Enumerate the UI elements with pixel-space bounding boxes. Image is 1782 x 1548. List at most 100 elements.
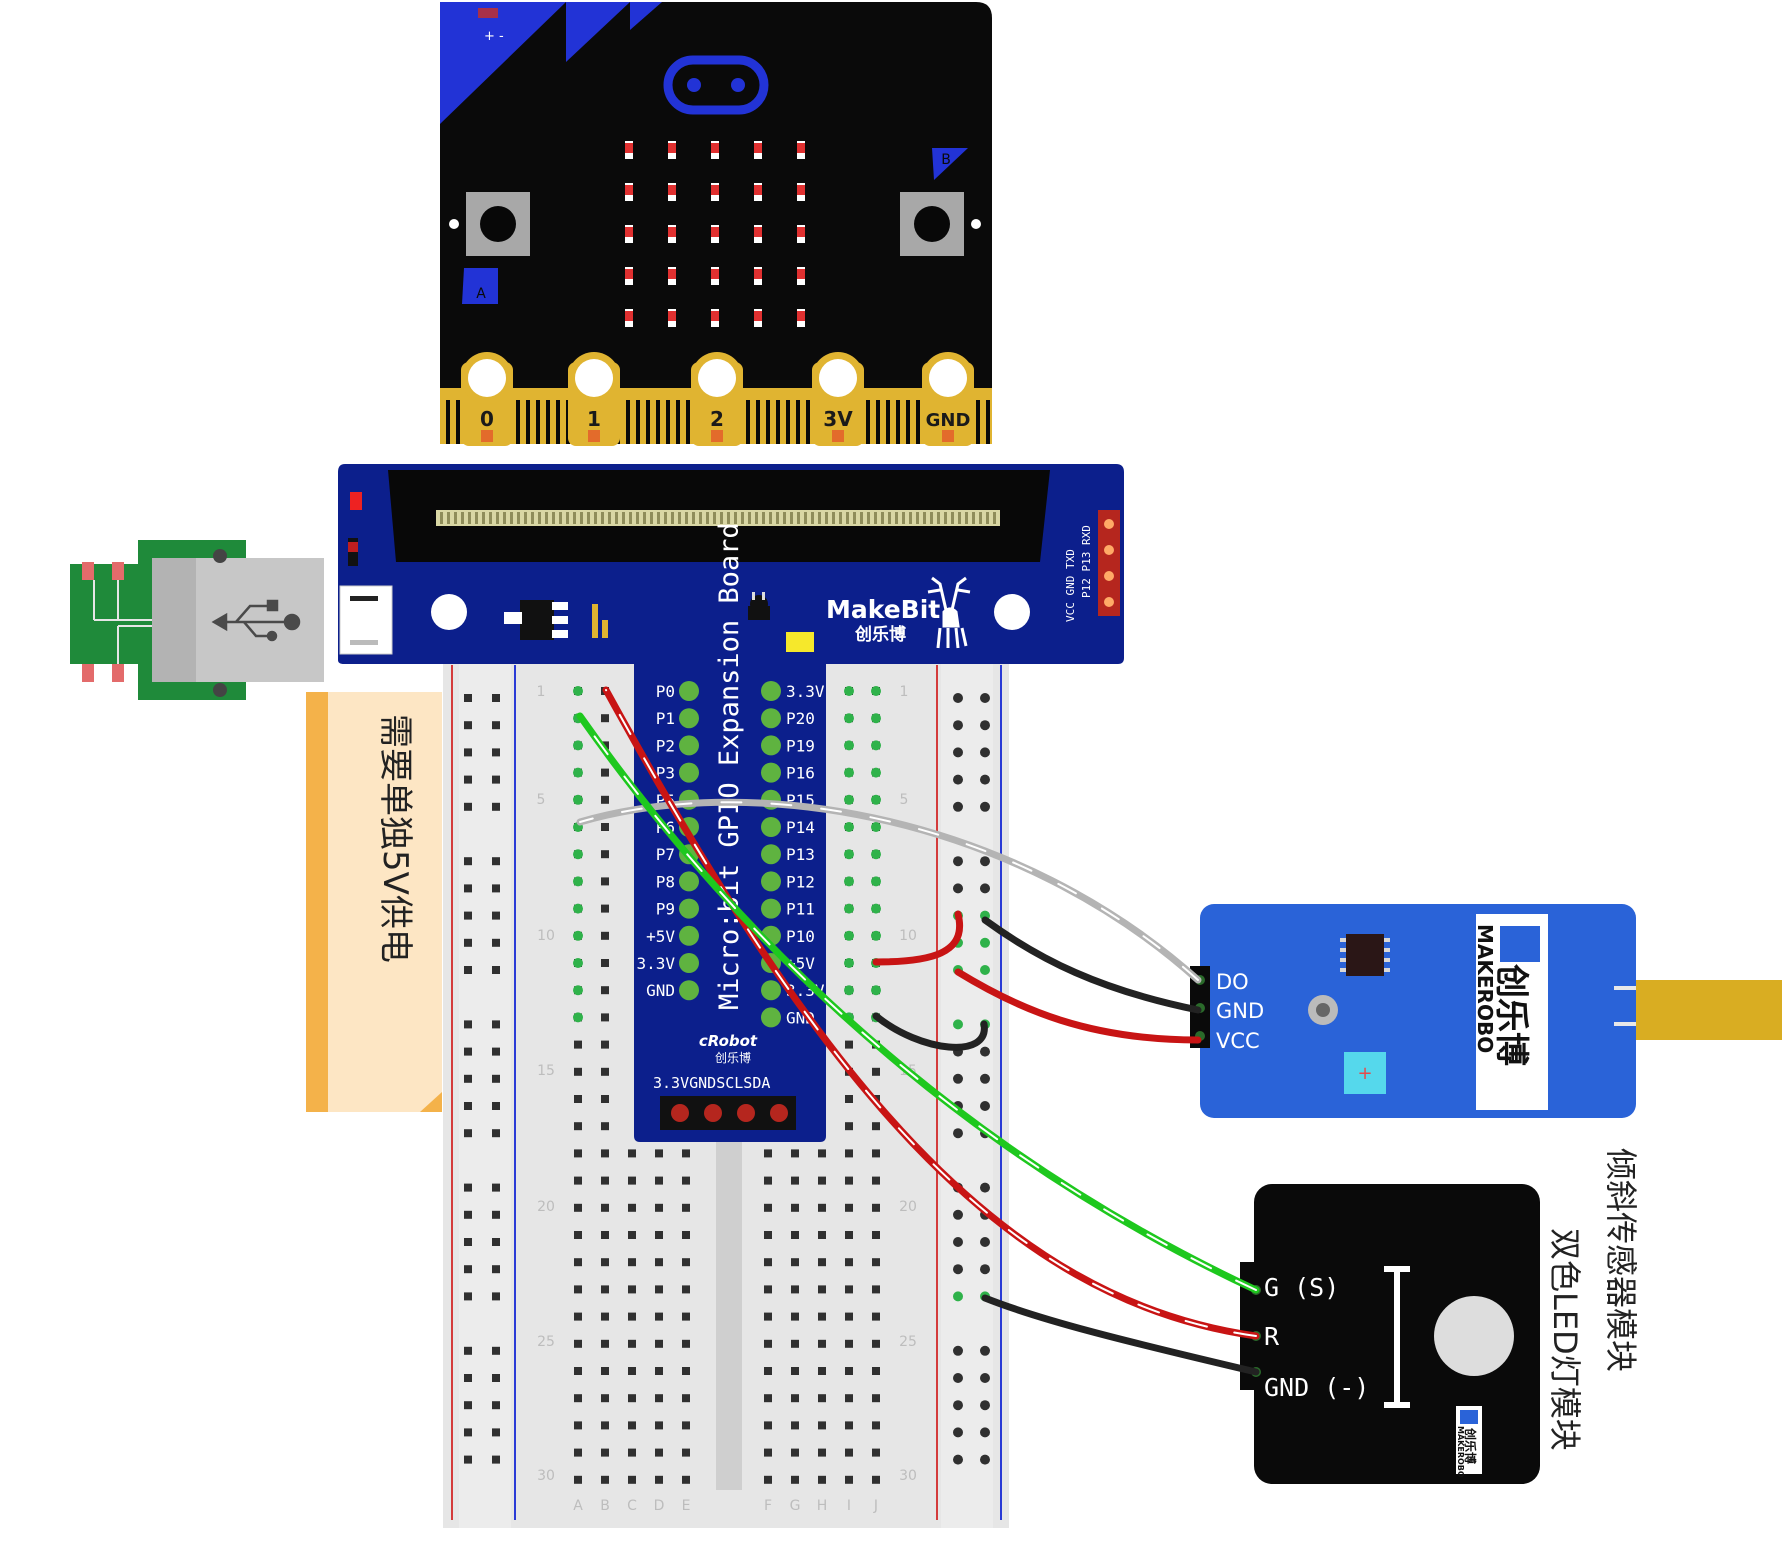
breadboard-hole	[764, 1285, 772, 1294]
breadboard-hole	[655, 1285, 663, 1294]
slot-contact	[545, 512, 548, 524]
matrix-led-glow	[625, 311, 633, 321]
gpio-pin-label: P14	[786, 818, 815, 837]
rail-hole	[953, 1264, 963, 1275]
rail-hole	[980, 1345, 990, 1356]
breadboard-hole-used	[573, 985, 583, 996]
breadboard-hole	[845, 1367, 853, 1375]
slot-contact	[517, 512, 520, 524]
column-letter: C	[627, 1498, 637, 1514]
rail-hole	[980, 747, 990, 758]
edge-strip-gap	[516, 400, 520, 444]
breadboard-hole	[682, 1421, 690, 1430]
matrix-led-glow	[625, 185, 633, 195]
gpio-pad	[761, 762, 781, 783]
breadboard-hole	[655, 1394, 663, 1403]
rail-hole	[492, 1265, 500, 1274]
breadboard-hole-used	[871, 767, 881, 778]
breadboard-hole	[574, 1149, 582, 1158]
breadboard-hole	[574, 1367, 582, 1375]
breadboard-hole-used	[573, 958, 583, 968]
slot-contact	[594, 512, 597, 524]
rail-hole	[492, 911, 500, 920]
rail-hole	[464, 748, 472, 757]
rail-hole	[492, 748, 500, 757]
breadboard-hole-used	[844, 958, 854, 968]
matrix-led-glow	[754, 143, 762, 153]
breadboard-hole	[845, 1339, 853, 1348]
breadboard-hole	[791, 1258, 799, 1267]
breadboard-hole	[818, 1231, 826, 1239]
indicator-led	[1344, 1052, 1386, 1094]
slot-contact	[832, 512, 835, 524]
slot-contact	[671, 512, 674, 524]
led-brand-cn: 创乐博	[1463, 1427, 1478, 1464]
row-number: 20	[537, 1199, 555, 1215]
tilt-module-caption: 倾斜传感器模块	[1602, 1148, 1640, 1372]
breadboard-hole	[601, 1040, 609, 1049]
slot-contact	[762, 512, 765, 524]
slot-contact	[706, 512, 709, 524]
breadboard-hole	[574, 1421, 582, 1430]
gpio-pad	[761, 871, 781, 892]
gpio-pad	[679, 762, 699, 783]
breadboard-hole-used	[871, 822, 881, 832]
rail-hole	[464, 911, 472, 920]
slot-contact	[440, 512, 443, 524]
breadboard-hole	[818, 1339, 826, 1348]
slot-contact	[573, 512, 576, 524]
matrix-led-glow	[625, 269, 633, 279]
breadboard-hole	[764, 1421, 772, 1430]
breadboard-hole	[601, 1013, 609, 1022]
breadboard-hole	[574, 1285, 582, 1294]
slot-contact	[454, 512, 457, 524]
slot-contact	[783, 512, 786, 524]
breadboard-hole-used	[844, 849, 854, 860]
board-title: Micro:bit GPIO Expansion Board	[714, 522, 745, 1010]
usb-icon	[211, 599, 301, 642]
breadboard-hole	[574, 1067, 582, 1076]
breadboard-hole	[764, 1231, 772, 1239]
edge-pad-hole	[468, 359, 506, 397]
gpio-pad	[761, 1007, 781, 1028]
breadboard-hole	[574, 1176, 582, 1185]
matrix-led-glow	[754, 269, 762, 279]
breadboard-hole	[764, 1367, 772, 1375]
power-note: 需要单独5V供电	[306, 692, 442, 1112]
matrix-led-glow	[711, 269, 719, 279]
breadboard-hole	[845, 1176, 853, 1185]
breadboard-hole	[818, 1475, 826, 1484]
matrix-led-glow	[711, 185, 719, 195]
rail-hole	[953, 1019, 963, 1030]
edge-pad-contact	[711, 430, 723, 442]
breadboard-hole	[818, 1421, 826, 1430]
edge-strip-gap	[786, 400, 790, 444]
breadboard-hole	[818, 1448, 826, 1457]
breadboard-hole	[574, 1475, 582, 1484]
matrix-led-glow	[668, 311, 676, 321]
edge-strip-gap	[896, 400, 900, 444]
slot-contact	[958, 512, 961, 524]
slot-contact	[979, 512, 982, 524]
breadboard-hole	[655, 1149, 663, 1158]
slot-contact	[734, 512, 737, 524]
matrix-led-glow	[625, 143, 633, 153]
rail-hole	[980, 1454, 990, 1465]
slot-contact	[608, 512, 611, 524]
rail-hole	[492, 1455, 500, 1464]
breadboard-hole-used	[844, 686, 854, 696]
breadboard-hole	[818, 1394, 826, 1403]
slot-contact	[531, 512, 534, 524]
edge-strip-gap	[446, 400, 450, 444]
edge-strip-gap	[646, 400, 650, 444]
edge-strip-gap	[686, 400, 690, 444]
deer-logo-icon	[927, 576, 971, 649]
dual-color-led-module: G (S) R GND (-) 创乐博 MAKEROBO	[1240, 1184, 1540, 1484]
gpio-pad	[679, 898, 699, 919]
wire-led-gnd	[981, 1294, 1260, 1376]
breadboard-hole	[655, 1203, 663, 1212]
tilt-pin-gnd: GND	[1216, 999, 1264, 1023]
edge-strip-gap	[866, 400, 870, 444]
breadboard-hole	[601, 877, 609, 886]
gpio-pad	[761, 681, 781, 701]
